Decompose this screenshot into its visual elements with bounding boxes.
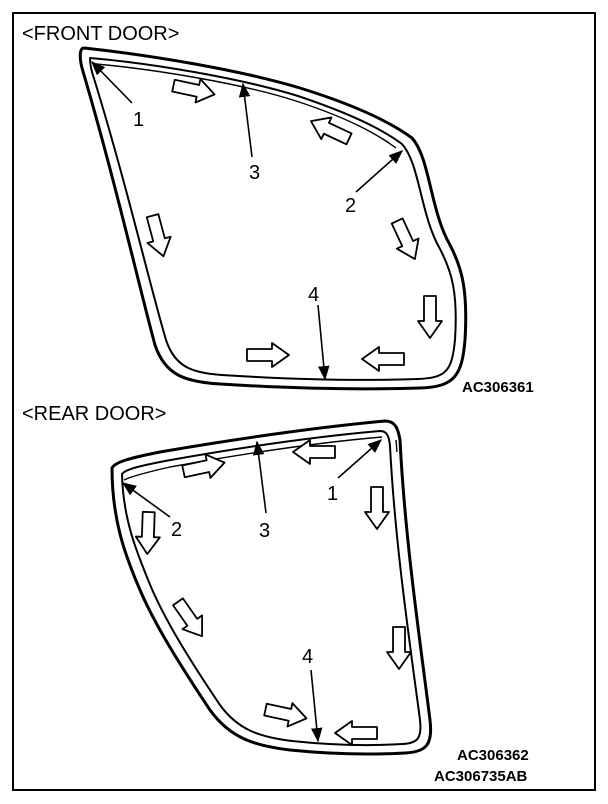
front-door-code: AC306361 [462,379,534,396]
rear-door-panel: <REAR DOOR> 1 2 3 4 AC306362 [22,403,529,764]
rear-label-1: 1 [327,483,338,505]
rear-flow-arrow-icon [180,449,228,485]
front-flow-arrow-icon [170,72,218,108]
front-label-4: 4 [308,284,319,306]
rear-door-end-tick [395,439,398,453]
figure-code: AC306735AB [434,768,528,785]
front-leader-4-icon [317,304,330,381]
front-door-title: <FRONT DOOR> [22,23,179,45]
front-flow-arrow-icon [385,214,427,266]
front-flow-arrow-icon [246,342,290,368]
rear-flow-arrow-icon [334,720,378,746]
front-flow-arrow-icon [417,295,443,339]
front-label-2: 2 [345,195,356,217]
front-flow-arrow-icon [361,346,405,372]
front-flow-arrow-icon [304,109,356,151]
figure-border [12,12,596,791]
rear-leader-1-icon [337,439,383,479]
rear-leader-4-icon [310,669,323,743]
rear-flow-arrow-icon [134,510,162,556]
rear-leader-2-icon [121,482,171,518]
rear-flow-arrow-icon [386,626,412,670]
rear-door-code: AC306362 [457,747,529,764]
front-door-panel: <FRONT DOOR> 1 2 3 4 AC306361 [22,23,534,396]
rear-door-title: <REAR DOOR> [22,403,166,425]
front-flow-arrow-icon [140,211,176,261]
front-door-weatherstrip [89,57,457,381]
rear-flow-arrow-icon [292,439,336,465]
rear-label-4: 4 [302,646,313,668]
rear-flow-arrow-icon [364,486,390,530]
rear-door-outline [110,419,433,756]
front-door-inner-line [95,63,397,149]
front-label-3: 3 [249,162,260,184]
rear-leader-3-icon [252,440,267,514]
front-label-1: 1 [133,109,144,131]
rear-label-2: 2 [171,519,182,541]
rear-label-3: 3 [259,520,270,542]
front-leader-2-icon [355,150,404,193]
front-door-outline [78,46,468,391]
front-leader-1-icon [90,60,133,104]
rear-door-weatherstrip [121,430,422,746]
rear-flow-arrow-icon [262,696,310,732]
front-leader-3-icon [238,82,253,158]
rear-flow-arrow-icon [167,594,213,644]
